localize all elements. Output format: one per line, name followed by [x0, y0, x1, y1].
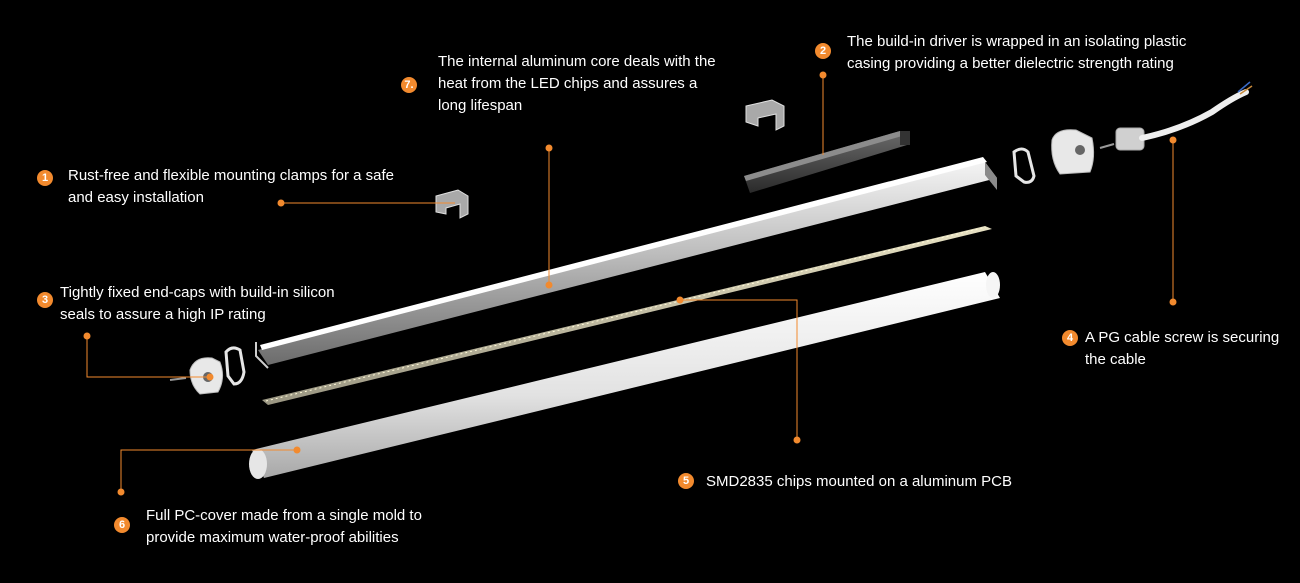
callout-badge-7: 7. [401, 77, 417, 93]
callout-line: The internal aluminum core deals with th… [438, 53, 716, 70]
leader-lines [86, 75, 1174, 492]
callout-line: Rust-free and flexible mounting clamps f… [68, 167, 394, 184]
callout-text-aluminum-core: The internal aluminum core deals with th… [438, 51, 716, 117]
callout-line: casing providing a better dielectric str… [847, 55, 1174, 72]
cable [1139, 81, 1253, 141]
mounting-clamp-left [435, 189, 469, 219]
callout-badge-4: 4 [1062, 330, 1078, 346]
mounting-clamp-right [745, 99, 785, 131]
callout-text-smd-chips: SMD2835 chips mounted on a aluminum PCB [706, 471, 1012, 493]
callout-text-end-caps: Tightly fixed end-caps with build-in sil… [60, 282, 335, 326]
callout-badge-6: 6 [114, 517, 130, 533]
leader-dots [83, 71, 1177, 496]
callout-line: and easy installation [68, 189, 204, 206]
callout-line: heat from the LED chips and assures a [438, 75, 698, 92]
callout-line: the cable [1085, 351, 1146, 368]
end-cap-left [169, 346, 246, 395]
driver-casing [744, 131, 910, 193]
callout-line: The build-in driver is wrapped in an iso… [847, 33, 1187, 50]
callout-line: provide maximum water-proof abilities [146, 529, 399, 546]
callout-line: A PG cable screw is securing [1085, 329, 1280, 346]
callout-badge-3: 3 [37, 292, 53, 308]
callout-line: seals to assure a high IP rating [60, 306, 266, 323]
callout-line: Full PC-cover made from a single mold to [146, 507, 422, 524]
callout-line: long lifespan [438, 97, 523, 114]
callout-badge-1: 1 [37, 170, 53, 186]
aluminum-core [255, 157, 997, 369]
callout-badge-5: 5 [678, 473, 694, 489]
callout-badge-2: 2 [815, 43, 831, 59]
led-pcb-strip [262, 226, 992, 405]
callout-line: SMD2835 chips mounted on a aluminum PCB [706, 473, 1012, 490]
callout-text-cable-screw: A PG cable screw is securing the cable [1085, 327, 1279, 371]
end-cap-right [1012, 129, 1115, 184]
pc-cover [249, 272, 1000, 479]
callout-text-pc-cover: Full PC-cover made from a single mold to… [146, 505, 422, 549]
callout-text-mounting-clamps: Rust-free and flexible mounting clamps f… [68, 165, 394, 209]
callout-text-driver: The build-in driver is wrapped in an iso… [847, 31, 1186, 75]
callout-line: Tightly fixed end-caps with build-in sil… [60, 284, 335, 301]
